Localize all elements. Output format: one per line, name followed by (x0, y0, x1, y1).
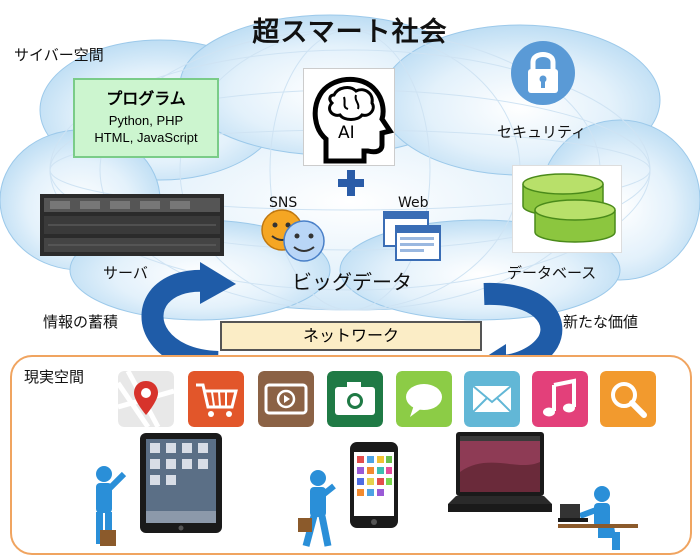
program-heading: プログラム (106, 89, 186, 108)
mail-app-icon (464, 371, 520, 427)
program-box: プログラム Python, PHP HTML, JavaScript (73, 78, 219, 158)
ai-head-icon (312, 76, 395, 164)
sns-faces-icon (261, 209, 325, 262)
laptop-device (448, 432, 552, 512)
tablet-device (140, 433, 222, 533)
program-langs-1: Python, PHP (108, 113, 184, 128)
real-space-label: 現実空間 (24, 368, 85, 386)
person-with-phone (298, 470, 336, 547)
security-label: セキュリティ (497, 123, 587, 141)
music-app-icon (532, 371, 588, 427)
database-label: データベース (507, 264, 597, 282)
left-arrow-head (200, 262, 236, 304)
smartphone-device (350, 442, 398, 528)
chat-app-icon (396, 371, 452, 427)
web-label: Web (398, 195, 429, 211)
accumulation-label: 情報の蓄積 (43, 313, 119, 331)
program-langs-2: HTML, JavaScript (94, 130, 198, 145)
page-title: 超スマート社会 (252, 17, 448, 48)
network-box: ネットワーク (220, 321, 482, 351)
search-app-icon (600, 371, 656, 427)
bigdata-label: ビッグデータ (292, 270, 412, 294)
plus-icon (338, 170, 364, 196)
person-at-laptop (558, 486, 638, 550)
cyber-space-label: サイバー空間 (14, 46, 104, 64)
lock-icon (511, 41, 575, 105)
ai-label: AI (338, 123, 355, 143)
shopping-cart-app-icon (188, 371, 244, 427)
server-icon (40, 194, 224, 256)
ai-block: AI (303, 68, 395, 166)
database-block (512, 165, 622, 253)
web-pages-icon (383, 211, 441, 261)
database-icon (522, 173, 616, 243)
new-value-label: 新たな価値 (563, 313, 639, 331)
camera-app-icon (327, 371, 383, 427)
server-label: サーバ (103, 264, 148, 282)
person-with-tablet (96, 466, 127, 546)
video-app-icon (258, 371, 314, 427)
left-up-arrow (141, 269, 219, 373)
map-app-icon (118, 371, 174, 427)
sns-label: SNS (269, 195, 298, 211)
